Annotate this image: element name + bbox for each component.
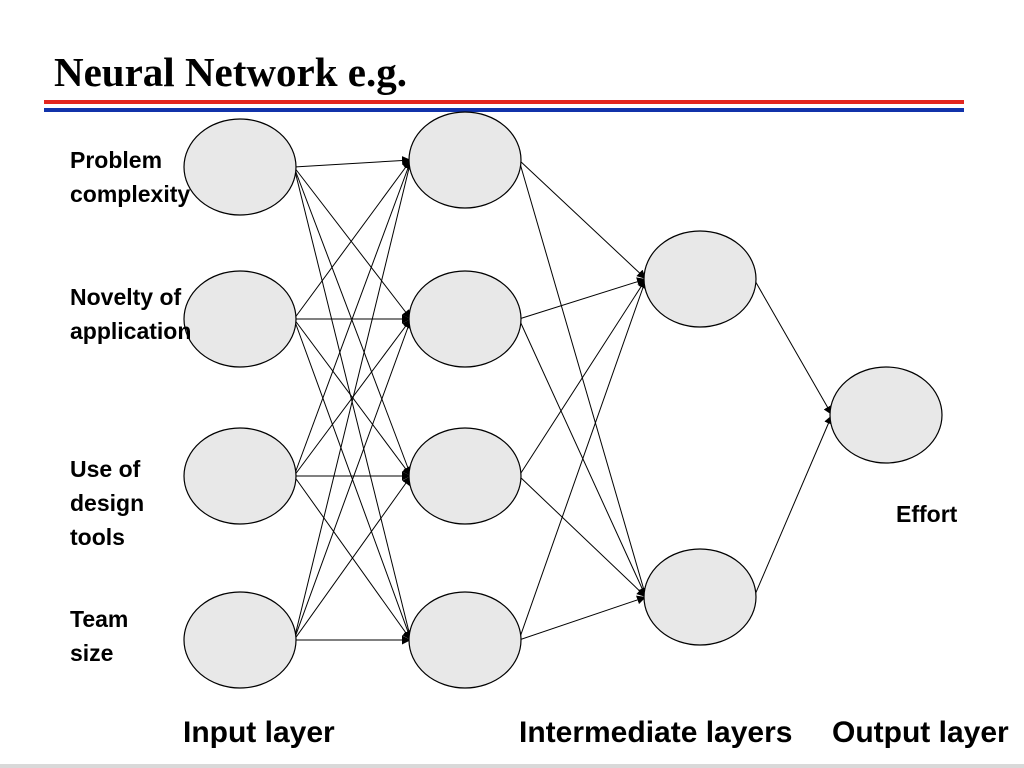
- hidden1-node-3: [408, 427, 522, 525]
- edge-l0-0-to-1: [293, 166, 412, 320]
- edge-l0-2-to-1: [293, 318, 412, 477]
- edge-l1-0-to-0: [518, 159, 647, 280]
- bottom-rule: [0, 764, 1024, 768]
- edge-l1-3-to-1: [518, 595, 647, 641]
- input-label-4: Team size: [70, 606, 128, 666]
- edge-l2-0-to-0: [753, 278, 833, 416]
- output-label: Effort: [896, 501, 958, 527]
- edge-l0-2-to-0: [293, 159, 413, 477]
- edge-l1-2-to-0: [518, 278, 647, 477]
- edge-l0-0-to-3: [293, 166, 414, 641]
- hidden2-node-2: [643, 548, 757, 646]
- edge-l1-1-to-0: [518, 277, 647, 320]
- input-label-2-line-1: Novelty of: [70, 284, 182, 310]
- input-label-1: Problem complexity: [70, 147, 190, 207]
- input-label-4-line-2: size: [70, 640, 113, 666]
- input-label-3: Use of design tools: [70, 456, 144, 550]
- output-node-1: [829, 366, 943, 464]
- input-node-2: [183, 270, 297, 368]
- page-title: Neural Network e.g.: [54, 49, 407, 95]
- input-label-2-line-2: application: [70, 318, 191, 344]
- edge-l0-0-to-2: [293, 166, 413, 477]
- hidden1-node-1: [408, 111, 522, 209]
- hidden2-node-1: [643, 230, 757, 328]
- layer-label-intermediate: Intermediate layers: [519, 716, 792, 749]
- edges: [293, 156, 833, 645]
- input-label-1-line-2: complexity: [70, 181, 190, 207]
- hidden1-node-2: [408, 270, 522, 368]
- input-label-1-line-1: Problem: [70, 147, 162, 173]
- input-node-1: [183, 118, 297, 216]
- input-label-3-line-1: Use of: [70, 456, 141, 482]
- edge-l0-3-to-0: [293, 159, 414, 641]
- input-node-3: [183, 427, 297, 525]
- title-rule-red: [44, 100, 964, 104]
- edge-l1-2-to-1: [518, 475, 647, 598]
- edge-l1-3-to-0: [518, 278, 648, 641]
- title-rule-blue: [44, 108, 964, 112]
- edge-l0-3-to-2: [293, 475, 412, 641]
- edge-l0-3-to-1: [293, 318, 413, 641]
- input-label-3-line-3: tools: [70, 524, 125, 550]
- layer-label-input: Input layer: [183, 716, 335, 749]
- nodes: [183, 111, 943, 689]
- edge-l0-1-to-0: [293, 159, 412, 320]
- hidden1-node-4: [408, 591, 522, 689]
- input-label-4-line-1: Team: [70, 606, 128, 632]
- layer-label-output: Output layer: [832, 716, 1009, 749]
- edge-l2-1-to-0: [753, 414, 833, 598]
- input-node-4: [183, 591, 297, 689]
- input-label-2: Novelty of application: [70, 284, 191, 344]
- input-label-3-line-2: design: [70, 490, 144, 516]
- edge-l1-0-to-1: [518, 159, 648, 598]
- edge-l0-0-to-0: [293, 156, 412, 168]
